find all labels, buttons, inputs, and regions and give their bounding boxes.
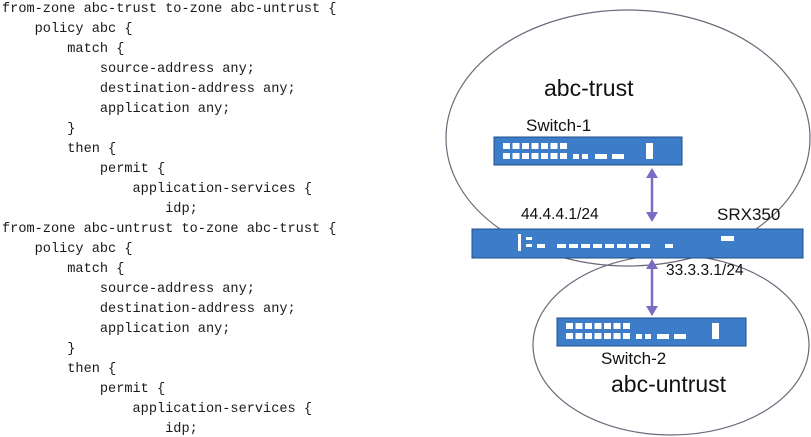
code-line: source-address any; — [2, 282, 255, 297]
switch2-port — [604, 333, 611, 339]
switch1-port — [531, 143, 539, 149]
code-line: destination-address any; — [2, 302, 296, 317]
srx350-port — [641, 244, 650, 248]
srx350-port — [526, 237, 532, 240]
srx350-port — [581, 244, 590, 248]
switch1-port — [582, 154, 588, 159]
switch2-port — [594, 323, 602, 329]
code-line: permit { — [2, 382, 166, 397]
trust-link-arrow — [646, 168, 658, 222]
switch1-device — [493, 136, 683, 166]
code-line: source-address any; — [2, 62, 255, 77]
switch1-port — [595, 154, 607, 159]
code-line: idp; — [2, 202, 198, 217]
switch2-port — [566, 333, 573, 339]
code-line: permit { — [2, 162, 166, 177]
zone-trust-ellipse — [445, 9, 811, 267]
config-code-block: from-zone abc-trust to-zone abc-untrust … — [2, 0, 336, 437]
switch1-port — [612, 154, 624, 159]
switch1-port — [531, 153, 539, 159]
srx350-port — [557, 244, 566, 248]
zone-trust-label: abc-trust — [544, 75, 634, 101]
srx350-port — [665, 244, 673, 248]
code-line: then { — [2, 362, 117, 377]
switch1-port — [541, 143, 548, 149]
code-line: policy abc { — [2, 22, 133, 37]
code-line: application-services { — [2, 182, 312, 197]
untrust-link-arrow — [646, 259, 658, 316]
switch2-port — [623, 333, 630, 339]
switch2-label: Switch-2 — [601, 349, 666, 368]
switch1-chassis — [493, 136, 683, 166]
switch2-port — [636, 334, 642, 339]
srx350-port — [721, 236, 734, 241]
code-line: match { — [2, 42, 125, 57]
code-line: application any; — [2, 322, 231, 337]
srx350-device — [471, 228, 804, 259]
switch1-port — [573, 154, 579, 159]
switch2-port — [623, 323, 630, 329]
switch2-port — [585, 323, 592, 329]
switch1-port — [512, 153, 520, 159]
switch1-port — [550, 153, 558, 159]
switch2-device — [556, 317, 747, 347]
code-line: } — [2, 122, 76, 137]
srx350-port — [593, 244, 602, 248]
switch2-port — [585, 333, 592, 339]
switch2-port — [674, 334, 686, 339]
srx350-port — [629, 244, 638, 248]
untrust-interface-ip: 33.3.3.1/24 — [666, 262, 744, 279]
switch1-label: Switch-1 — [526, 116, 591, 135]
srx350-port — [526, 244, 532, 247]
code-line: } — [2, 342, 76, 357]
code-line: then { — [2, 142, 117, 157]
switch1-port — [503, 143, 510, 149]
switch2-port — [594, 333, 602, 339]
srx350-port — [605, 244, 614, 248]
code-line: policy abc { — [2, 242, 133, 257]
srx350-chassis — [471, 228, 804, 259]
switch2-port — [604, 323, 611, 329]
switch2-port — [657, 334, 669, 339]
switch2-port — [575, 323, 583, 329]
switch1-port — [512, 143, 520, 149]
firewall-label: SRX350 — [717, 205, 780, 224]
code-line: idp; — [2, 422, 198, 437]
srx350-port — [537, 244, 545, 248]
code-line: application any; — [2, 102, 231, 117]
switch1-port — [550, 143, 558, 149]
trust-interface-ip: 44.4.4.1/24 — [521, 206, 599, 223]
code-line: destination-address any; — [2, 82, 296, 97]
switch1-port — [560, 153, 567, 159]
srx350-port — [518, 234, 521, 251]
switch1-port — [646, 143, 653, 159]
srx350-port — [569, 244, 578, 248]
zone-untrust-label: abc-untrust — [611, 371, 727, 397]
switch2-port — [613, 323, 621, 329]
switch2-port — [645, 334, 651, 339]
switch1-port — [503, 153, 510, 159]
code-line: match { — [2, 262, 125, 277]
srx350-port — [617, 244, 626, 248]
switch1-port — [541, 153, 548, 159]
switch1-port — [522, 143, 529, 149]
code-line: from-zone abc-trust to-zone abc-untrust … — [2, 2, 337, 17]
switch2-port — [575, 333, 583, 339]
switch1-port — [560, 143, 567, 149]
switch2-port — [613, 333, 621, 339]
code-line: from-zone abc-untrust to-zone abc-trust … — [2, 222, 337, 237]
switch1-port — [522, 153, 529, 159]
switch2-port — [566, 323, 573, 329]
code-line: application-services { — [2, 402, 312, 417]
switch2-port — [712, 323, 719, 339]
